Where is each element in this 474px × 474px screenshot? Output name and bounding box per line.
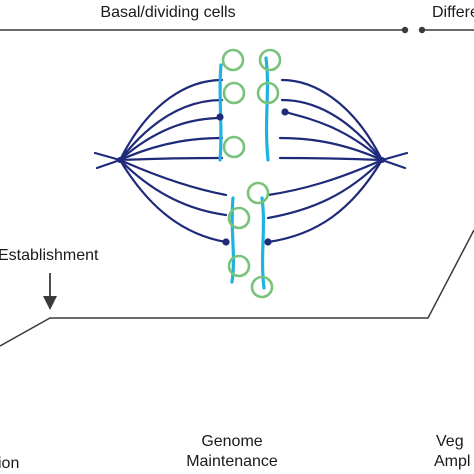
mitotic-spindle xyxy=(93,78,409,244)
establishment-arrow xyxy=(43,273,57,310)
phase-trajectory-line xyxy=(0,229,474,347)
genome-circles xyxy=(221,48,282,299)
establishment-label: Establishment xyxy=(0,247,99,264)
phase-label-left: ion xyxy=(0,455,19,472)
basal-dividing-cells-label: Basal/dividing cells xyxy=(100,4,235,21)
phase-label-right-line2: Ampl xyxy=(434,453,470,470)
left-spindle-pole xyxy=(117,157,123,163)
differentiated-cells-label: Differe xyxy=(432,4,474,21)
timeline-dot-left xyxy=(401,26,409,34)
right-spindle-pole xyxy=(379,157,385,163)
phase-label-maintenance: Maintenance xyxy=(186,453,278,470)
timeline-dot-right xyxy=(418,26,426,34)
phase-label-genome: Genome xyxy=(201,433,262,450)
top-timeline xyxy=(0,26,474,34)
phase-label-right-line1: Veg xyxy=(436,433,464,450)
kinetochores xyxy=(216,108,289,246)
